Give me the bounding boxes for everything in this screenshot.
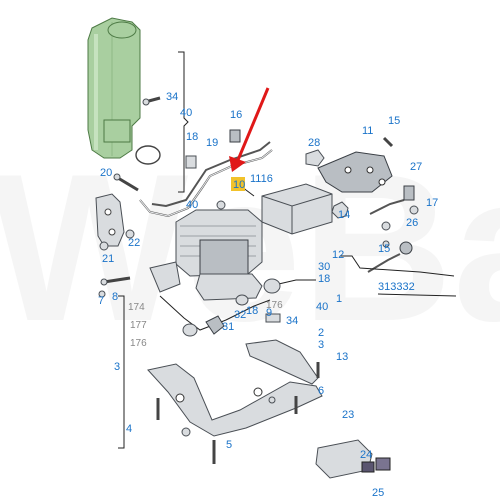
washer-27	[381, 221, 391, 231]
bracket-40-top	[178, 51, 189, 193]
callout-313332: 313332	[378, 281, 415, 293]
callout-21: 21	[102, 253, 114, 265]
callout-9: 9	[266, 307, 272, 319]
bolt-15	[382, 136, 394, 148]
clip-16	[229, 129, 241, 143]
bolt-34	[142, 96, 161, 106]
fitting-18	[185, 155, 197, 169]
leader-12	[340, 255, 455, 277]
air-pipes	[139, 141, 273, 218]
nut-14	[331, 201, 349, 219]
connectors-24-25	[361, 457, 391, 473]
callout-10: 10	[233, 179, 245, 191]
bracket-313332	[377, 293, 457, 297]
nut-21	[99, 241, 109, 251]
callout-22: 22	[128, 237, 140, 249]
callout-174: 174	[128, 302, 145, 313]
callout-40: 40	[316, 301, 328, 313]
callout-19: 19	[206, 137, 218, 149]
callout-26: 26	[406, 217, 418, 229]
bolt-19	[113, 173, 139, 192]
callout-40: 40	[180, 107, 192, 119]
callout-40: 40	[186, 199, 198, 211]
callout-1116: 1116	[250, 173, 273, 185]
valve-block	[261, 183, 333, 235]
mount-18	[216, 200, 226, 210]
callout-2: 2	[318, 327, 324, 339]
clip-34	[265, 313, 281, 323]
callout-31: 31	[222, 321, 234, 333]
callout-176: 176	[130, 338, 147, 349]
bracket-11	[317, 151, 393, 193]
callout-11: 11	[362, 125, 373, 137]
callout-34: 34	[286, 315, 298, 327]
grommet-31	[182, 323, 198, 337]
callout-15: 15	[378, 243, 390, 255]
pointer-arrow	[229, 87, 270, 172]
support-frame	[147, 339, 323, 437]
callout-34: 34	[166, 91, 178, 103]
o-ring	[135, 145, 161, 165]
callout-18: 18	[246, 305, 258, 317]
clip-32	[235, 294, 249, 306]
callout-18: 18	[318, 273, 330, 285]
plug-31	[205, 315, 225, 335]
callout-27: 27	[410, 161, 422, 173]
callout-8: 8	[112, 291, 118, 303]
callout-28: 28	[308, 137, 320, 149]
callout-32: 32	[234, 309, 246, 321]
callout-24: 24	[360, 449, 372, 461]
callout-23: 23	[342, 409, 354, 421]
callout-5: 5	[226, 439, 232, 451]
sensor-313332	[367, 241, 413, 273]
callout-7: 7	[98, 295, 104, 307]
callout-3: 3	[318, 339, 324, 351]
callout-3: 3	[114, 361, 120, 373]
nut-22	[125, 229, 135, 239]
callout-14: 14	[338, 209, 350, 221]
callout-17: 17	[426, 197, 438, 209]
callout-30: 30	[318, 261, 330, 273]
callout-176: 176	[266, 300, 283, 311]
callout-6: 6	[318, 385, 324, 397]
frame-bolts	[156, 362, 320, 464]
callout-25: 25	[372, 487, 384, 499]
callout-20: 20	[100, 167, 112, 179]
bolt-7-8	[98, 276, 131, 298]
bracket-3	[118, 295, 125, 449]
mount-9	[263, 278, 281, 294]
holder-28	[305, 149, 325, 167]
air-compressor	[149, 209, 263, 301]
callout-12: 12	[332, 249, 344, 261]
callout-1: 1	[336, 293, 342, 305]
callout-16: 16	[230, 109, 242, 121]
nut-15b	[382, 240, 390, 248]
callout-177: 177	[130, 320, 147, 331]
pressure-reservoir	[87, 17, 141, 159]
callout-13: 13	[336, 351, 348, 363]
highlight-box	[231, 177, 245, 191]
callout-4: 4	[126, 423, 132, 435]
sensor-17-26	[369, 185, 419, 215]
callout-15: 15	[388, 115, 400, 127]
mounting-bracket-20	[95, 193, 125, 247]
callout-18: 18	[186, 131, 198, 143]
